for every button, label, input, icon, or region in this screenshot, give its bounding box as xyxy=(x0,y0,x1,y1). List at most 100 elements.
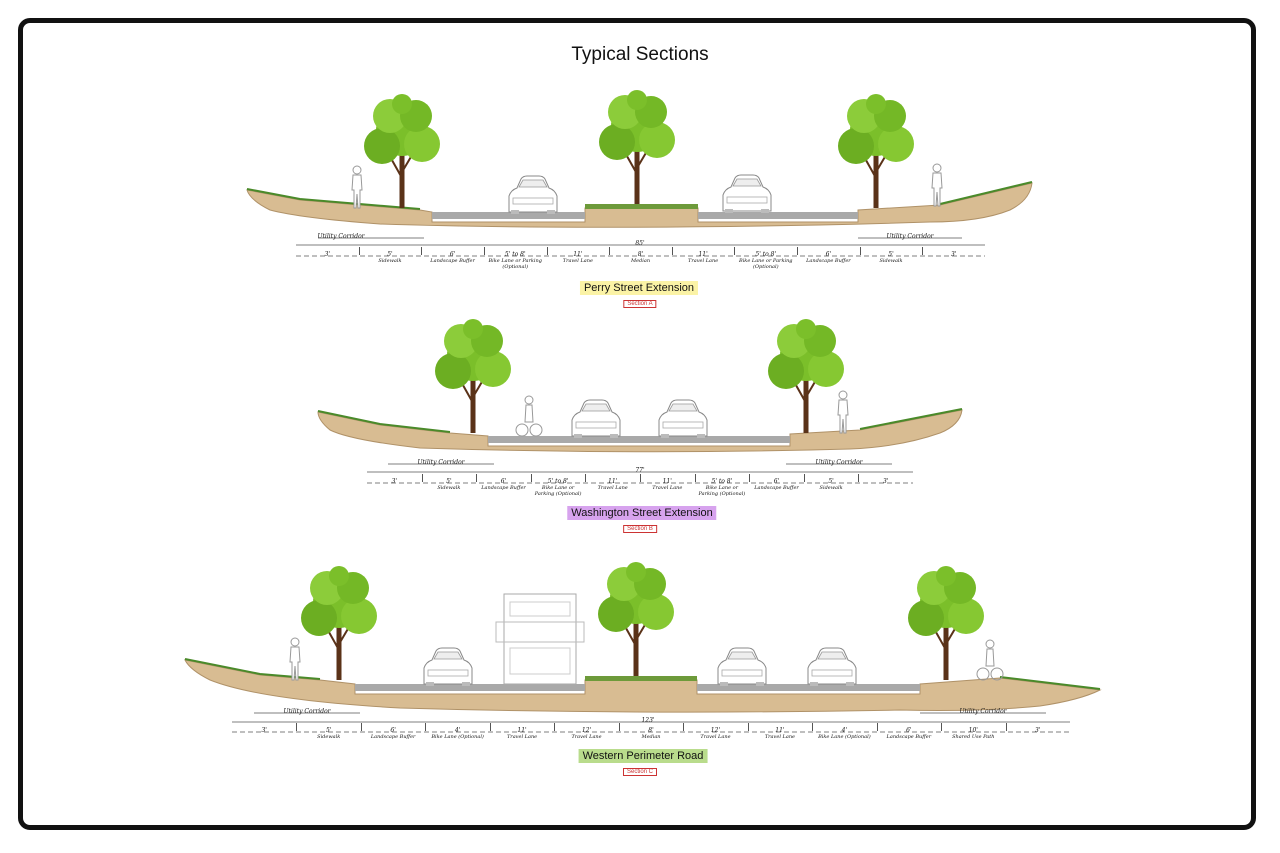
dimension-label: Bike Lane (Optional) xyxy=(431,734,484,740)
dimension-tick xyxy=(694,474,696,482)
dimension-label: Bike Lane or Parking (Optional) xyxy=(488,258,542,270)
bus-icon xyxy=(495,593,585,685)
dimension-tick xyxy=(812,723,814,731)
dimension-tick xyxy=(546,247,548,255)
tree-icon xyxy=(597,561,675,677)
section-c-tag: Section C xyxy=(622,768,658,776)
dimension-label: Sidewalk xyxy=(437,485,461,491)
dimension-label: Landscape Buffer xyxy=(754,485,799,491)
section-b-washington-street xyxy=(317,318,963,484)
dimension-label: Landscape Buffer xyxy=(430,258,475,264)
dimension-width: 5' to 8' xyxy=(711,478,733,485)
dimension-width: 5' to 8' xyxy=(547,478,569,485)
dimension-label: Median xyxy=(641,734,661,740)
dimension-tick xyxy=(640,474,641,482)
dimension-tick xyxy=(922,247,924,255)
dimension-label: Travel Lane xyxy=(506,734,538,740)
dimension-width: 11' xyxy=(662,478,672,485)
dimension-label: Sidewalk xyxy=(819,485,843,491)
dimension-tick xyxy=(421,474,423,482)
tree-icon xyxy=(837,93,915,209)
dimension-width: 3' xyxy=(882,478,889,485)
section-a-pavement-right xyxy=(698,212,858,219)
dimension-width: 8' xyxy=(648,727,654,734)
dimension-label: Bike Lane or Parking (Optional) xyxy=(534,485,582,497)
dimension-tick xyxy=(747,723,749,731)
section-a-tag: Section A xyxy=(623,300,657,308)
dimension-tick xyxy=(749,474,751,482)
section-a-name: Perry Street Extension xyxy=(579,281,699,295)
section-b-tag: Section B xyxy=(623,525,657,533)
section-b-soil xyxy=(317,409,963,453)
section-c-western-perimeter xyxy=(184,561,1102,733)
dimension-width: 8' xyxy=(637,251,644,258)
dimension-width: 5' xyxy=(888,251,894,258)
dimension-label: Bike Lane or Parking (Optional) xyxy=(698,485,746,497)
dimension-tick xyxy=(876,723,878,731)
total-row-width: 123' xyxy=(641,717,655,724)
car-icon xyxy=(807,647,857,687)
section-b-name: Washington Street Extension xyxy=(567,506,717,520)
section-c-soil xyxy=(184,659,1102,713)
dimension-label: Sidewalk xyxy=(879,258,903,264)
dimension-width: 12' xyxy=(710,727,721,734)
dimension-label: Travel Lane xyxy=(700,734,731,740)
dimension-width: 12' xyxy=(581,727,592,734)
dimension-label: Travel Lane xyxy=(652,485,683,491)
car-icon xyxy=(722,174,772,214)
dimension-width: 5' xyxy=(446,478,452,485)
section-c-pavement-right xyxy=(697,684,920,691)
dimension-label: Shared Use Path xyxy=(952,734,995,740)
dimension-label: Travel Lane xyxy=(597,485,628,491)
dimension-width: 5' xyxy=(325,727,332,734)
dimension-label: Landscape Buffer xyxy=(481,485,526,491)
tree-icon xyxy=(598,89,676,205)
dimension-label: Travel Lane xyxy=(688,258,719,264)
dimension-width: 6' xyxy=(825,251,832,258)
section-c-pavement-left xyxy=(355,684,585,691)
dimension-width: 11' xyxy=(573,251,583,258)
utility-corridor-label: Utility Corridor xyxy=(283,708,331,715)
tree-icon xyxy=(300,565,378,681)
section-a-median xyxy=(585,204,698,209)
utility-corridor-label: Utility Corridor xyxy=(317,233,365,240)
utility-corridor-label: Utility Corridor xyxy=(886,233,934,240)
dimension-label: Bike Lane or Parking (Optional) xyxy=(739,258,793,270)
car-icon xyxy=(423,647,473,687)
section-b-pavement xyxy=(488,436,790,443)
dimension-width: 10' xyxy=(968,727,978,734)
tree-icon xyxy=(767,318,845,434)
dimension-tick xyxy=(360,723,362,731)
dimension-width: 3' xyxy=(391,478,398,485)
section-c-median xyxy=(585,676,697,681)
dimension-width: 4' xyxy=(841,727,848,734)
car-icon xyxy=(717,647,767,687)
dimension-tick xyxy=(859,247,861,255)
dimension-tick xyxy=(358,247,360,255)
dimension-tick xyxy=(530,474,532,482)
dimension-width: 6' xyxy=(773,478,780,485)
dimension-tick xyxy=(797,247,799,255)
dimension-label: Landscape Buffer xyxy=(370,734,416,740)
utility-corridor-label: Utility Corridor xyxy=(417,459,465,466)
dimension-width: 5' to 8' xyxy=(504,251,526,258)
dimension-tick xyxy=(671,247,673,255)
dimension-tick xyxy=(941,723,943,731)
tree-icon xyxy=(907,565,985,681)
dimension-tick xyxy=(585,474,587,482)
dimension-width: 6' xyxy=(390,727,396,734)
dimension-width: 3' xyxy=(324,251,331,258)
section-c-name: Western Perimeter Road xyxy=(578,749,708,763)
pedestrian-icon xyxy=(837,390,849,434)
dimension-label: Travel Lane xyxy=(764,734,796,740)
car-icon xyxy=(508,175,558,215)
dimension-label: Median xyxy=(630,258,651,264)
dimension-width: 4' xyxy=(454,727,461,734)
utility-corridor-label: Utility Corridor xyxy=(959,708,1007,715)
dimension-width: 6' xyxy=(500,478,507,485)
car-icon xyxy=(571,399,621,439)
dimension-tick xyxy=(734,247,736,255)
dimension-tick xyxy=(296,723,298,731)
pedestrian-icon xyxy=(289,637,301,681)
